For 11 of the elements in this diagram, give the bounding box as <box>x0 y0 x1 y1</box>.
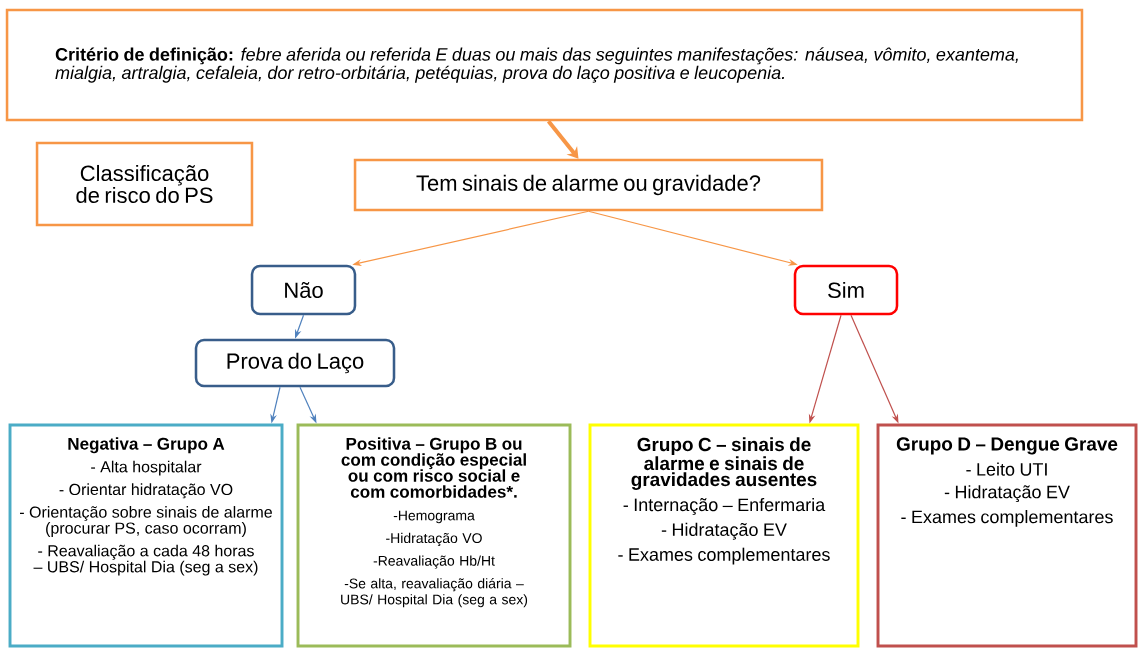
test-box: Prova do Laço <box>194 338 396 388</box>
info-box: Classificação de risco do PS <box>35 141 254 227</box>
arrow <box>546 120 579 159</box>
definition-box: Critério de definição: febre aferida ou referida E duas ou mais das seguintes manifestações: náusea, vômito, exantema, mialgia, artralgia, cefaleia, dor retro-orbitária, petéquias, prova do laço positiva e leucopenia. <box>5 8 1084 122</box>
group-box: Negativa – Grupo A - Alta hospitalar - Orientar hidratação VO - Orientação sobre sinais de alarme (procurar PS, caso ocorram) - Reavaliação a cada 48 horas – UBS/ Hospital Dia (seg a sex) <box>8 423 284 648</box>
answer-box: Sim <box>793 264 899 316</box>
group-box: Grupo C – sinais de alarme e sinais de gravidades ausentes - Internação – Enfermaria - Hidratação EV - Exames complementares <box>588 423 860 648</box>
question-box: Tem sinais de alarme ou gravidade? <box>353 158 824 212</box>
group-box: Grupo D – Dengue Grave - Leito UTI - Hidratação EV - Exames complementares <box>876 423 1138 648</box>
answer-box: Não <box>250 264 357 316</box>
group-box: Positiva – Grupo B ou com condição especial ou com risco social e com comorbidades*. -Hemograma -Hidratação VO -Reavaliação Hb/Ht -Se alta, reavaliação diária – UBS/ Hospital Dia (seg a sex) <box>296 423 572 648</box>
